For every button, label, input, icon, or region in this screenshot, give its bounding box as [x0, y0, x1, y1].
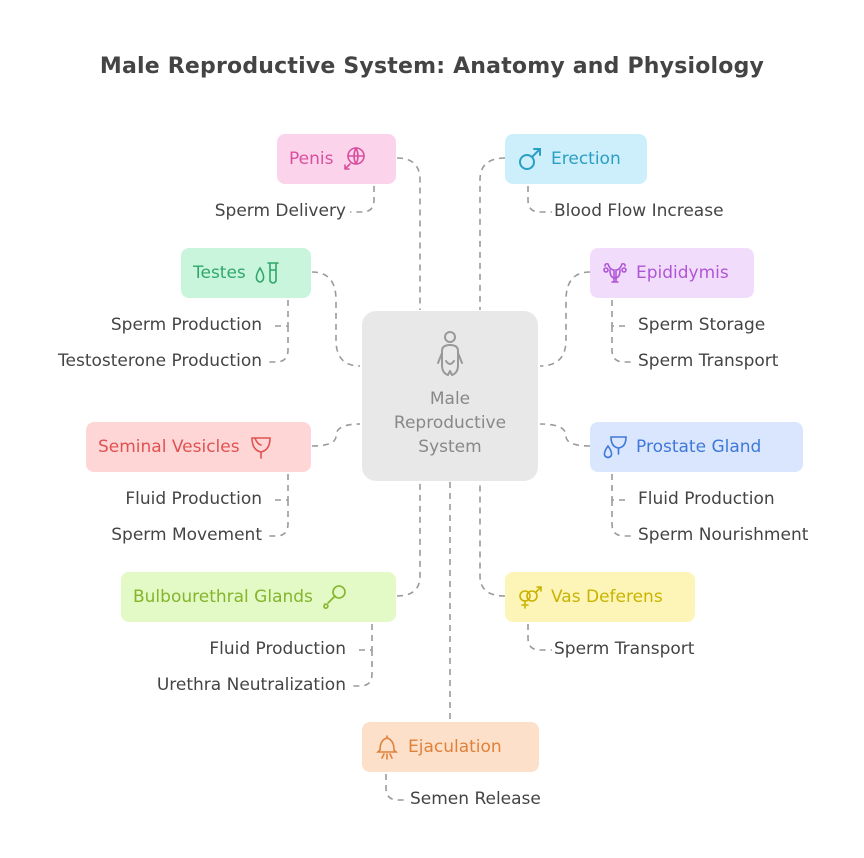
prostate-item-1: Fluid Production: [638, 489, 775, 509]
node-ejaculation-label: Ejaculation: [408, 737, 502, 757]
ejaculation-item-1: Semen Release: [410, 789, 541, 809]
cup-drop-icon: [602, 434, 628, 460]
diagram-title: Male Reproductive System: Anatomy and Ph…: [99, 54, 765, 79]
epididymis-item-2: Sperm Transport: [638, 351, 779, 371]
node-epididymis-label: Epididymis: [636, 263, 729, 283]
epididymis-item-1: Sperm Storage: [638, 315, 766, 335]
node-penis-label: Penis: [289, 149, 334, 169]
node-vas-deferens[interactable]: Vas Deferens: [505, 572, 695, 622]
node-ejaculation[interactable]: Ejaculation: [362, 722, 539, 772]
node-epididymis[interactable]: Epididymis: [590, 248, 754, 298]
node-vas-deferens-label: Vas Deferens: [551, 587, 663, 607]
seminal-vesicles-item-1: Fluid Production: [125, 489, 262, 509]
node-testes[interactable]: Testes: [181, 248, 311, 298]
node-prostate-gland[interactable]: Prostate Gland: [590, 422, 803, 472]
bulbourethral-item-1: Fluid Production: [209, 639, 346, 659]
bulbourethral-item-2: Urethra Neutralization: [156, 675, 346, 695]
center-node: Male Reproductive System: [362, 311, 538, 481]
node-seminal-vesicles-label: Seminal Vesicles: [98, 437, 240, 457]
seminal-vesicles-item-2: Sperm Movement: [111, 525, 262, 545]
node-erection-label: Erection: [551, 149, 621, 169]
node-bulbourethral-glands[interactable]: Bulbourethral Glands: [121, 572, 396, 622]
node-bulbourethral-label: Bulbourethral Glands: [133, 587, 313, 607]
testes-item-1: Sperm Production: [110, 315, 262, 335]
node-penis[interactable]: Penis: [277, 134, 396, 184]
vas-deferens-item-1: Sperm Transport: [554, 639, 695, 659]
testes-item-2: Testosterone Production: [58, 351, 262, 371]
node-prostate-gland-label: Prostate Gland: [636, 437, 762, 457]
gender-symbol-icon: [517, 584, 543, 610]
node-seminal-vesicles[interactable]: Seminal Vesicles: [86, 422, 311, 472]
male-symbol-icon: [517, 146, 543, 172]
cup-icon: [248, 434, 274, 460]
erection-item-1: Blood Flow Increase: [554, 201, 724, 221]
prostate-item-2: Sperm Nourishment: [638, 525, 809, 545]
globe-icon: [341, 146, 367, 172]
node-testes-label: Testes: [193, 263, 246, 283]
uterus-icon: [602, 260, 628, 286]
pipette-icon: [321, 584, 347, 610]
penis-item-1: Sperm Delivery: [214, 201, 346, 221]
person-icon: [434, 329, 466, 381]
test-tube-drop-icon: [254, 260, 280, 286]
node-erection[interactable]: Erection: [505, 134, 647, 184]
bell-icon: [374, 734, 400, 760]
center-label: Male Reproductive System: [393, 389, 507, 457]
